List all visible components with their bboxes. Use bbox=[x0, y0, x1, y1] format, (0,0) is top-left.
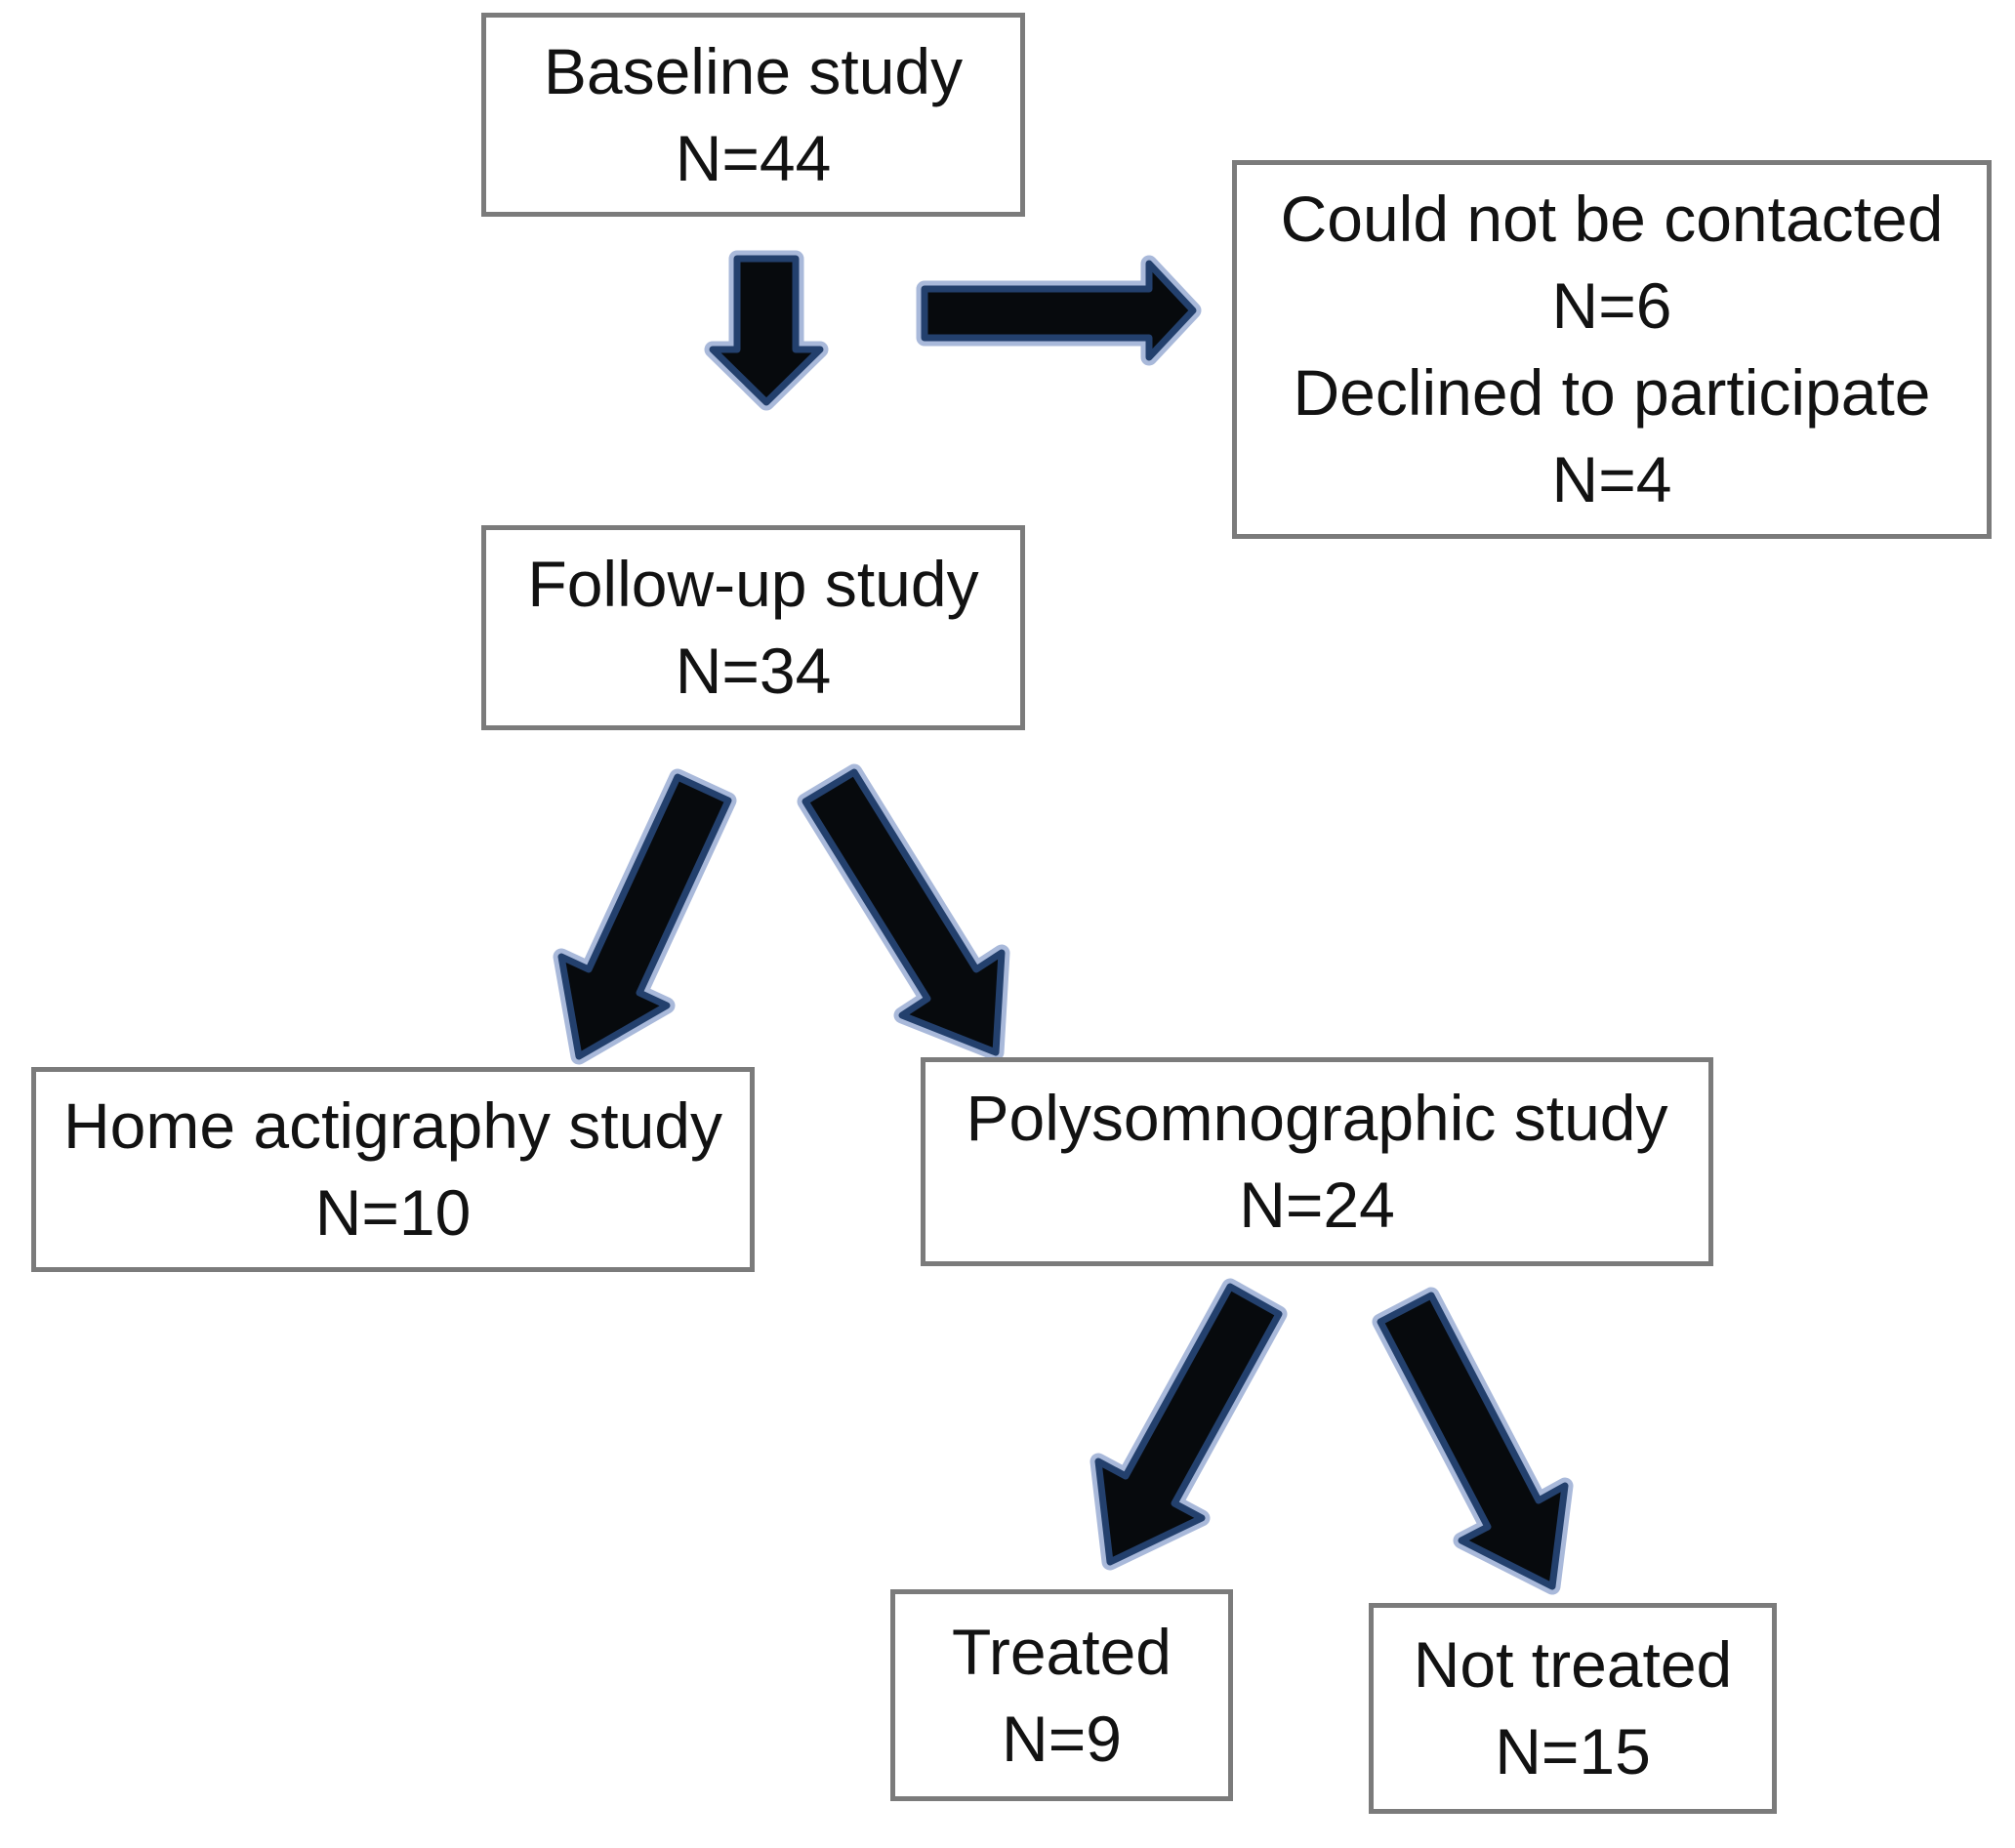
box-label: Baseline study bbox=[543, 34, 964, 107]
box-followup-study: Follow-up study N=34 bbox=[481, 525, 1025, 730]
box-baseline-study: Baseline study N=44 bbox=[481, 13, 1025, 217]
down-left-arrow-icon bbox=[1094, 1283, 1283, 1566]
box-label: Could not be contacted bbox=[1280, 183, 1944, 255]
box-count: N=15 bbox=[1495, 1715, 1651, 1787]
box-count: N=9 bbox=[1002, 1702, 1122, 1775]
box-label: Polysomnographic study bbox=[966, 1082, 1668, 1154]
box-label: Not treated bbox=[1413, 1628, 1733, 1701]
box-count: N=10 bbox=[314, 1176, 472, 1249]
box-not-treated: Not treated N=15 bbox=[1369, 1603, 1777, 1814]
arrow-followup-to-home-actigraphy bbox=[553, 768, 737, 1065]
box-count: N=34 bbox=[675, 635, 832, 707]
arrow-baseline-to-followup bbox=[704, 250, 829, 411]
box-label: Follow-up study bbox=[527, 548, 979, 620]
right-arrow-icon bbox=[921, 260, 1197, 361]
box-home-actigraphy-study: Home actigraphy study N=10 bbox=[31, 1067, 755, 1272]
down-arrow-icon bbox=[709, 255, 824, 406]
arrow-baseline-to-excluded bbox=[916, 255, 1202, 366]
box-count: N=4 bbox=[1551, 443, 1672, 515]
down-left-arrow-icon bbox=[557, 773, 732, 1060]
arrow-followup-to-polysomnographic bbox=[797, 763, 1010, 1061]
box-label: Home actigraphy study bbox=[63, 1089, 722, 1162]
down-right-arrow-icon bbox=[1377, 1292, 1569, 1590]
arrow-polysomnographic-to-treated bbox=[1090, 1278, 1288, 1571]
box-excluded: Could not be contacted N=6 Declined to p… bbox=[1232, 160, 1992, 539]
box-count: N=24 bbox=[1239, 1169, 1395, 1241]
box-count: N=6 bbox=[1551, 269, 1672, 342]
box-label: Declined to participate bbox=[1293, 356, 1931, 429]
arrow-polysomnographic-to-not-treated bbox=[1372, 1287, 1574, 1595]
box-label: Treated bbox=[951, 1615, 1172, 1688]
box-treated: Treated N=9 bbox=[890, 1589, 1233, 1801]
box-count: N=44 bbox=[675, 121, 832, 194]
down-right-arrow-icon bbox=[802, 768, 1006, 1056]
box-polysomnographic-study: Polysomnographic study N=24 bbox=[921, 1057, 1713, 1266]
